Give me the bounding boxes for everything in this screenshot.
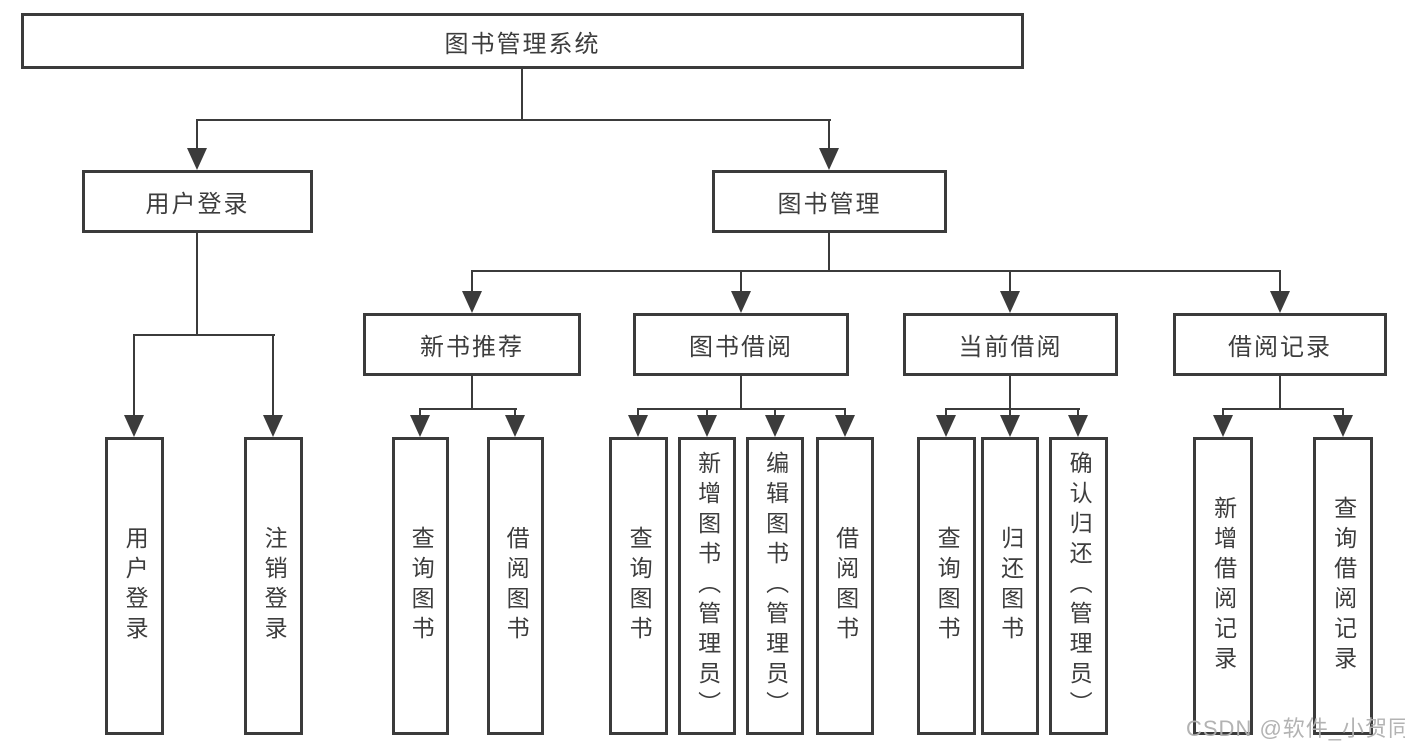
leaf-rec-borrow-book-label: 借阅图书	[503, 526, 530, 646]
leaf-br-add-record-label: 新增借阅记录	[1210, 496, 1237, 676]
connector-line	[521, 69, 523, 119]
leaf-bb-borrow-book: 借阅图书	[816, 437, 874, 735]
arrow-down-icon	[263, 415, 283, 437]
connector-line	[471, 376, 473, 408]
arrow-down-icon	[187, 148, 207, 170]
connector-line	[1279, 376, 1281, 408]
connector-line	[471, 272, 473, 291]
leaf-bb-query-book: 查询图书	[609, 437, 668, 735]
arrow-down-icon	[936, 415, 956, 437]
arrow-down-icon	[628, 415, 648, 437]
connector-line	[828, 121, 830, 148]
arrow-down-icon	[505, 415, 525, 437]
connector-line	[1009, 272, 1011, 291]
node-user-login: 用户登录	[82, 170, 313, 233]
connector-line	[514, 410, 516, 415]
csdn-watermark: CSDN @软件_小贺同学	[1186, 716, 1405, 741]
leaf-rec-query-book-label: 查询图书	[408, 526, 435, 646]
arrow-down-icon	[1068, 415, 1088, 437]
connector-line	[945, 408, 1080, 410]
connector-line	[196, 233, 198, 334]
connector-line	[1342, 410, 1344, 415]
connector-line	[945, 410, 947, 415]
leaf-bb-edit-book: 编辑图书（管理员）	[746, 437, 804, 735]
leaf-rec-borrow-book: 借阅图书	[487, 437, 544, 735]
arrow-down-icon	[1000, 415, 1020, 437]
leaf-br-query-record: 查询借阅记录	[1313, 437, 1373, 735]
connector-line	[828, 233, 830, 270]
leaf-cb-query-book-label: 查询图书	[934, 526, 961, 646]
connector-line	[637, 410, 639, 415]
leaf-user-login-label: 用户登录	[122, 526, 149, 646]
leaf-rec-query-book: 查询图书	[392, 437, 449, 735]
arrow-down-icon	[819, 148, 839, 170]
arrow-down-icon	[462, 291, 482, 313]
connector-line	[419, 410, 421, 415]
leaf-user-login: 用户登录	[105, 437, 164, 735]
leaf-cb-return-book: 归还图书	[981, 437, 1039, 735]
leaf-cb-confirm-return-label: 确认归还（管理员）	[1066, 451, 1093, 721]
arrow-down-icon	[1333, 415, 1353, 437]
connector-line	[637, 408, 846, 410]
node-borrow-record: 借阅记录	[1173, 313, 1387, 376]
node-new-book-rec-label: 新书推荐	[420, 334, 524, 361]
node-borrow-record-label: 借阅记录	[1228, 334, 1332, 361]
connector-line	[272, 336, 274, 415]
leaf-logout: 注销登录	[244, 437, 303, 735]
arrow-down-icon	[1270, 291, 1290, 313]
node-current-borrow-label: 当前借阅	[958, 334, 1063, 361]
leaf-cb-confirm-return: 确认归还（管理员）	[1049, 437, 1108, 735]
connector-line	[740, 272, 742, 291]
leaf-bb-query-book-label: 查询图书	[626, 526, 653, 646]
arrow-down-icon	[1000, 291, 1020, 313]
arrow-down-icon	[410, 415, 430, 437]
leaf-br-query-record-label: 查询借阅记录	[1330, 496, 1357, 676]
connector-line	[774, 410, 776, 415]
node-user-login-label: 用户登录	[145, 191, 250, 218]
connector-line	[196, 119, 831, 121]
node-book-borrow-label: 图书借阅	[689, 334, 793, 361]
connector-line	[1279, 272, 1281, 291]
connector-line	[471, 270, 1281, 272]
leaf-cb-query-book: 查询图书	[917, 437, 976, 735]
leaf-bb-edit-book-label: 编辑图书（管理员）	[762, 451, 789, 721]
node-current-borrow: 当前借阅	[903, 313, 1118, 376]
leaf-br-add-record: 新增借阅记录	[1193, 437, 1253, 735]
connector-line	[1222, 410, 1224, 415]
arrow-down-icon	[124, 415, 144, 437]
leaf-bb-add-book: 新增图书（管理员）	[678, 437, 736, 735]
connector-line	[133, 334, 275, 336]
connector-line	[1222, 408, 1344, 410]
leaf-logout-label: 注销登录	[261, 526, 288, 646]
connector-line	[133, 336, 135, 415]
node-root: 图书管理系统	[21, 13, 1024, 69]
arrow-down-icon	[765, 415, 785, 437]
arrow-down-icon	[731, 291, 751, 313]
node-root-label: 图书管理系统	[444, 30, 601, 58]
connector-line	[1009, 376, 1011, 408]
node-book-mgmt-label: 图书管理	[777, 191, 882, 218]
node-book-borrow: 图书借阅	[633, 313, 849, 376]
connector-line	[706, 410, 708, 415]
connector-line	[844, 410, 846, 415]
leaf-cb-return-book-label: 归还图书	[997, 526, 1024, 646]
node-book-mgmt: 图书管理	[712, 170, 947, 233]
connector-line	[419, 408, 517, 410]
connector-line	[1077, 410, 1079, 415]
arrow-down-icon	[697, 415, 717, 437]
connector-line	[740, 376, 742, 408]
connector-line	[1009, 410, 1011, 415]
arrow-down-icon	[835, 415, 855, 437]
arrow-down-icon	[1213, 415, 1233, 437]
leaf-bb-borrow-book-label: 借阅图书	[832, 526, 859, 646]
node-new-book-rec: 新书推荐	[363, 313, 581, 376]
leaf-bb-add-book-label: 新增图书（管理员）	[694, 451, 721, 721]
connector-line	[196, 121, 198, 148]
